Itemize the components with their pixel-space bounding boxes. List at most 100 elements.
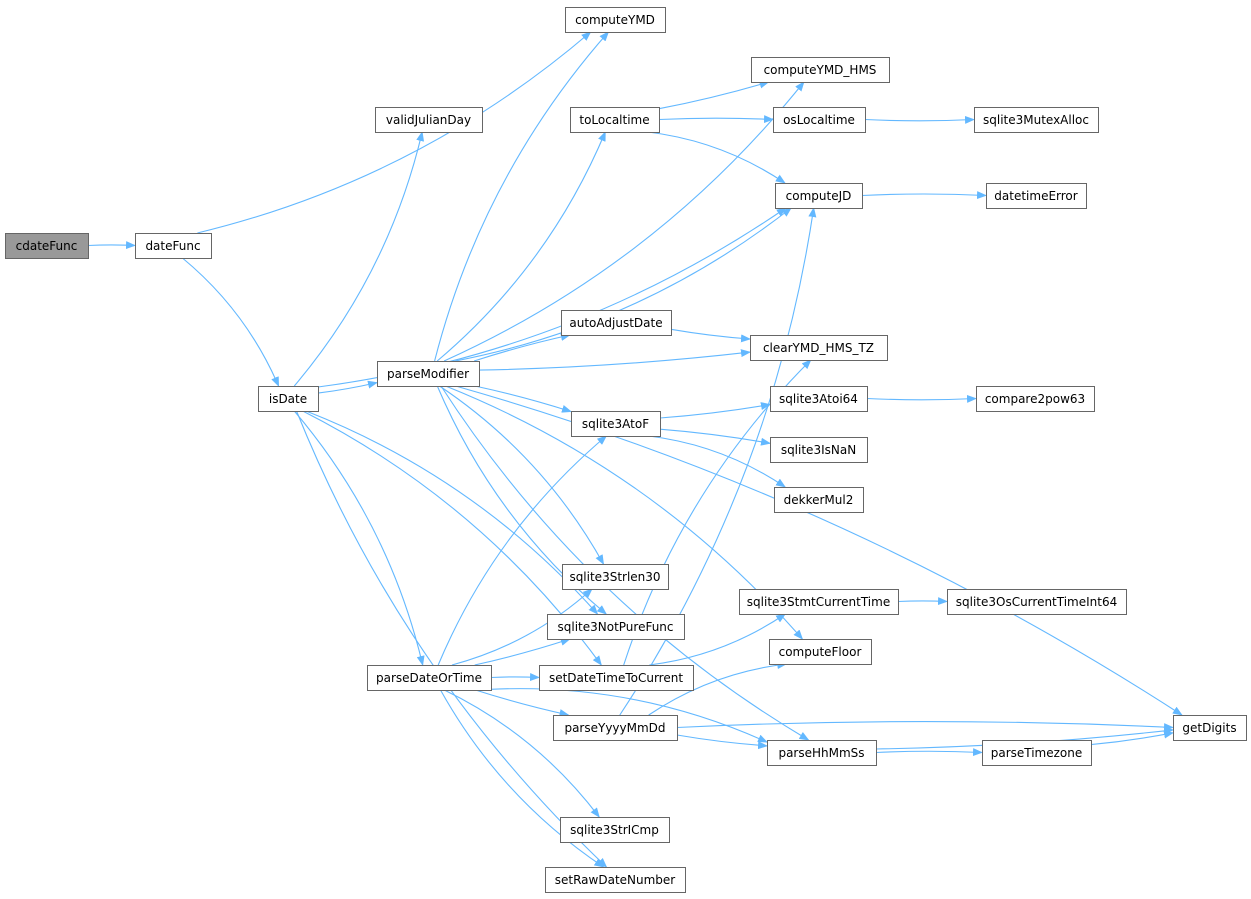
node-label-sqlite3OsCurrentTimeInt64: sqlite3OsCurrentTimeInt64 — [956, 595, 1118, 609]
edge-sqlite3Atoi64-to-compare2pow63 — [866, 394, 977, 403]
node-box-computeYMD — [565, 7, 666, 33]
node-label-dekkerMul2: dekkerMul2 — [784, 493, 854, 507]
node-label-osLocaltime: osLocaltime — [783, 113, 855, 127]
node-box-cdateFunc — [5, 233, 89, 259]
node-parseModifier[interactable]: parseModifier — [377, 361, 480, 387]
edge-setDateTimeToCurrent-to-sqlite3StmtCurrentTime — [649, 613, 787, 666]
edge-dateFunc-to-isDate — [182, 257, 280, 387]
node-setRawDateNumber[interactable]: setRawDateNumber — [545, 867, 686, 893]
node-setDateTimeToCurrent[interactable]: setDateTimeToCurrent — [539, 665, 694, 691]
node-box-autoAdjustDate — [561, 310, 672, 336]
edge-parseModifier-to-sqlite3AtoF — [474, 385, 572, 413]
node-box-sqlite3StrICmp — [560, 817, 670, 843]
edge-parseDateOrTime-to-sqlite3AtoF — [437, 435, 608, 666]
node-clearYMD_HMS_TZ[interactable]: clearYMD_HMS_TZ — [750, 335, 888, 361]
node-label-autoAdjustDate: autoAdjustDate — [569, 316, 662, 330]
node-osLocaltime[interactable]: osLocaltime — [773, 107, 866, 133]
node-label-sqlite3NotPureFunc: sqlite3NotPureFunc — [557, 620, 673, 634]
node-label-toLocaltime: toLocaltime — [579, 113, 649, 127]
node-label-sqlite3Strlen30: sqlite3Strlen30 — [569, 570, 660, 584]
node-label-parseYyyyMmDd: parseYyyyMmDd — [564, 721, 665, 735]
edge-computeJD-to-datetimeError — [861, 191, 987, 200]
node-autoAdjustDate[interactable]: autoAdjustDate — [561, 310, 672, 336]
edge-parseModifier-to-computeJD — [455, 207, 792, 362]
node-box-parseYyyyMmDd — [553, 715, 678, 741]
edge-osLocaltime-to-sqlite3MutexAlloc — [864, 115, 975, 124]
node-box-parseDateOrTime — [367, 665, 492, 691]
node-sqlite3StmtCurrentTime[interactable]: sqlite3StmtCurrentTime — [739, 589, 899, 615]
node-label-cdateFunc: cdateFunc — [16, 239, 78, 253]
edge-parseDateOrTime-to-sqlite3NotPureFunc — [474, 637, 571, 666]
edge-parseModifier-to-clearYMD_HMS_TZ — [478, 349, 751, 371]
node-label-parseTimezone: parseTimezone — [991, 746, 1083, 760]
edge-sqlite3AtoF-to-dekkerMul2 — [648, 435, 786, 488]
node-box-dateFunc — [135, 233, 212, 259]
node-box-toLocaltime — [570, 107, 660, 133]
edge-parseDateOrTime-to-sqlite3Strlen30 — [451, 588, 593, 666]
node-computeYMD_HMS[interactable]: computeYMD_HMS — [751, 57, 890, 83]
node-sqlite3AtoF[interactable]: sqlite3AtoF — [571, 411, 661, 437]
node-sqlite3MutexAlloc[interactable]: sqlite3MutexAlloc — [974, 107, 1099, 133]
node-box-compare2pow63 — [976, 386, 1095, 412]
node-label-parseHhMmSs: parseHhMmSs — [778, 746, 864, 760]
node-isDate[interactable]: isDate — [258, 386, 319, 412]
edge-toLocaltime-to-computeJD — [648, 131, 786, 184]
node-toLocaltime[interactable]: toLocaltime — [570, 107, 660, 133]
node-sqlite3Strlen30[interactable]: sqlite3Strlen30 — [562, 564, 669, 590]
edge-dateFunc-to-computeYMD — [197, 31, 592, 234]
edge-parseHhMmSs-to-parseTimezone — [875, 748, 983, 757]
edge-isDate-to-parseDateOrTime — [293, 410, 425, 666]
edge-toLocaltime-to-osLocaltime — [658, 115, 774, 124]
edge-sqlite3AtoF-to-sqlite3IsNaN — [659, 428, 771, 446]
node-label-sqlite3MutexAlloc: sqlite3MutexAlloc — [983, 113, 1089, 127]
node-datetimeError[interactable]: datetimeError — [986, 183, 1087, 209]
nodes-layer: cdateFunc dateFunc computeYMD isDate compute… — [5, 7, 1247, 893]
node-label-setRawDateNumber: setRawDateNumber — [555, 873, 676, 887]
node-sqlite3OsCurrentTimeInt64[interactable]: sqlite3OsCurrentTimeInt64 — [947, 589, 1127, 615]
node-label-computeYMD: computeYMD — [575, 13, 655, 27]
node-computeYMD[interactable]: computeYMD — [565, 7, 666, 33]
node-dateFunc[interactable]: dateFunc — [135, 233, 212, 259]
edge-parseYyyyMmDd-to-computeFloor — [648, 661, 788, 716]
node-box-setRawDateNumber — [545, 867, 686, 893]
edge-parseYyyyMmDd-to-getDigits — [676, 721, 1174, 732]
node-parseTimezone[interactable]: parseTimezone — [982, 740, 1092, 766]
node-box-computeFloor — [769, 639, 872, 665]
node-sqlite3StrICmp[interactable]: sqlite3StrICmp — [560, 817, 670, 843]
node-compare2pow63[interactable]: compare2pow63 — [976, 386, 1095, 412]
node-getDigits[interactable]: getDigits — [1173, 715, 1247, 741]
edge-parseModifier-to-getDigits — [455, 385, 1183, 716]
node-label-computeYMD_HMS: computeYMD_HMS — [764, 63, 877, 77]
node-label-getDigits: getDigits — [1182, 721, 1236, 735]
node-sqlite3Atoi64[interactable]: sqlite3Atoi64 — [770, 386, 868, 412]
edge-parseDateOrTime-to-setDateTimeToCurrent — [490, 673, 540, 682]
node-cdateFunc[interactable]: cdateFunc — [5, 233, 89, 259]
node-box-sqlite3OsCurrentTimeInt64 — [947, 589, 1127, 615]
edge-autoAdjustDate-to-clearYMD_HMS_TZ — [670, 328, 751, 343]
node-parseHhMmSs[interactable]: parseHhMmSs — [767, 740, 877, 766]
node-box-sqlite3AtoF — [571, 411, 661, 437]
node-dekkerMul2[interactable]: dekkerMul2 — [774, 487, 864, 513]
node-sqlite3IsNaN[interactable]: sqlite3IsNaN — [770, 437, 868, 463]
node-validJulianDay[interactable]: validJulianDay — [375, 107, 483, 133]
node-parseYyyyMmDd[interactable]: parseYyyyMmDd — [553, 715, 678, 741]
node-sqlite3NotPureFunc[interactable]: sqlite3NotPureFunc — [547, 614, 685, 640]
node-parseDateOrTime[interactable]: parseDateOrTime — [367, 665, 492, 691]
node-label-computeFloor: computeFloor — [779, 645, 862, 659]
node-box-dekkerMul2 — [774, 487, 864, 513]
node-box-computeYMD_HMS — [751, 57, 890, 83]
node-box-parseModifier — [377, 361, 480, 387]
edge-toLocaltime-to-computeYMD_HMS — [658, 80, 770, 110]
node-box-setDateTimeToCurrent — [539, 665, 694, 691]
node-label-sqlite3AtoF: sqlite3AtoF — [582, 417, 649, 431]
edge-parseTimezone-to-getDigits — [1090, 730, 1174, 746]
edge-parseDateOrTime-to-parseHhMmSs — [490, 688, 768, 743]
node-box-clearYMD_HMS_TZ — [750, 335, 888, 361]
node-computeFloor[interactable]: computeFloor — [769, 639, 872, 665]
edge-isDate-to-sqlite3NotPureFunc — [305, 410, 599, 615]
node-computeJD[interactable]: computeJD — [775, 183, 863, 209]
edge-sqlite3AtoF-to-sqlite3Atoi64 — [659, 402, 771, 419]
node-box-isDate — [258, 386, 319, 412]
edge-parseModifier-to-computeYMD_HMS — [443, 81, 805, 362]
